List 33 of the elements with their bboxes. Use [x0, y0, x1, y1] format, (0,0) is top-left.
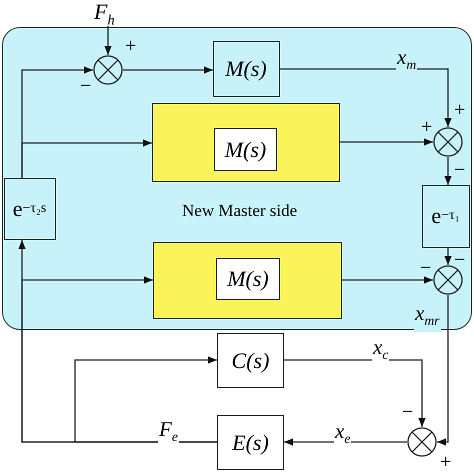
subsystem-panel: [2, 27, 472, 330]
delay-block: e$^{−τ₂s}$: [4, 178, 56, 240]
signal-arrow: [284, 359, 426, 427]
outer-block: [152, 102, 340, 182]
sign-label: −: [420, 258, 432, 278]
signal-arrow: [342, 276, 433, 284]
signal-arrow: [104, 26, 112, 55]
sign-label: +: [440, 452, 452, 472]
input-signal-label: F$_{h}$: [94, 0, 122, 26]
transfer-function-block: M(s): [214, 128, 277, 171]
signal-arrow: [280, 68, 452, 127]
transfer-function-block: E(s): [217, 415, 284, 470]
signal-arrow: [437, 295, 449, 446]
signal-arrow: [21, 276, 217, 443]
delay-block: e$^{−τ₁}$: [422, 184, 470, 248]
sign-label: +: [421, 117, 432, 137]
sign-label: +: [454, 100, 466, 120]
signal-arrow: [444, 157, 452, 185]
sign-label: −: [402, 402, 414, 422]
sign-label: −: [454, 250, 466, 270]
sign-label: −: [80, 76, 92, 96]
transfer-function-block: C(s): [217, 333, 284, 388]
transfer-function-block: M(s): [212, 40, 280, 96]
signal-arrow: [21, 139, 152, 178]
signal-arrow: [444, 248, 452, 265]
sign-label: +: [125, 36, 136, 56]
sign-label: −: [454, 160, 466, 180]
signal-arrow: [340, 138, 433, 146]
signal-arrow: [123, 66, 213, 74]
outer-block: [152, 242, 342, 318]
signal-arrow: [74, 356, 217, 443]
transfer-function-block: M(s): [216, 258, 280, 300]
panel-title: New Master side: [181, 200, 298, 222]
